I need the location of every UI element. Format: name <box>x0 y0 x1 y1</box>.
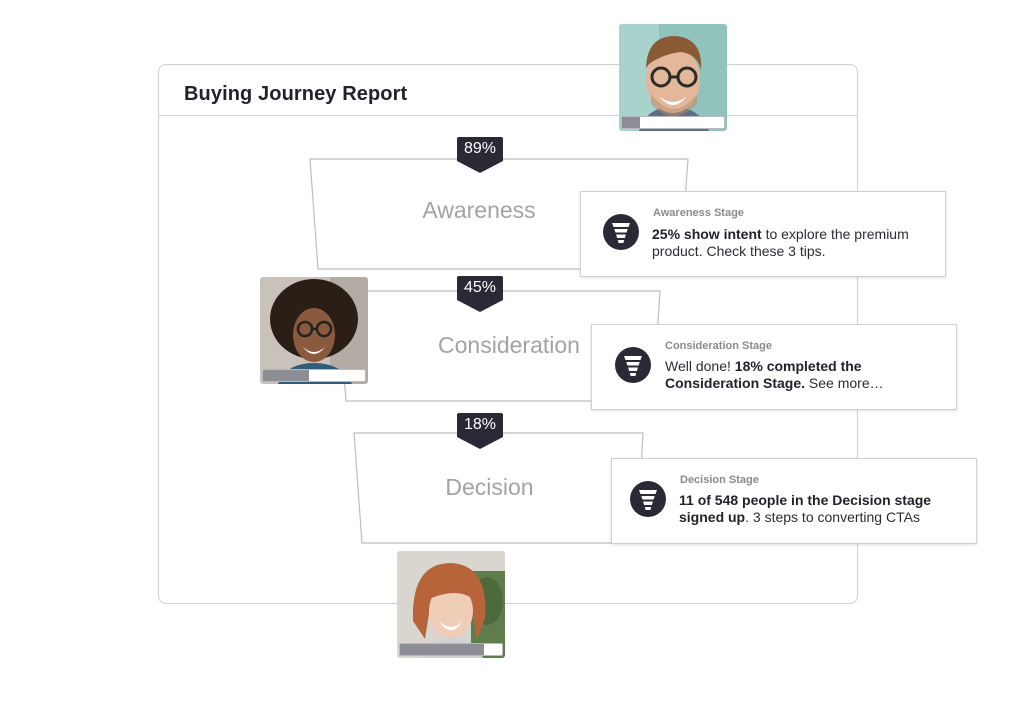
avatar-photo <box>260 277 368 384</box>
stage-decision-label: Decision <box>445 474 534 500</box>
tip-body-awareness: 25% show intent to explore the premium p… <box>652 226 909 259</box>
avatar-man-with-glasses[interactable] <box>619 24 727 131</box>
tip-heading-decision: Decision Stage <box>680 474 759 486</box>
avatar-progress-fill <box>622 117 641 128</box>
percent-consideration: 45% <box>463 279 497 296</box>
funnel-icon <box>615 347 651 383</box>
avatar-woman-curly-hair[interactable] <box>260 277 368 384</box>
funnel-icon <box>603 214 639 250</box>
report-title: Buying Journey Report <box>184 83 408 105</box>
percent-badge-decision: 18% <box>457 413 503 449</box>
tip-card-decision[interactable]: Decision Stage 11 of 548 people in the D… <box>611 458 977 544</box>
avatar-photo <box>619 24 727 131</box>
avatar-photo <box>397 551 505 658</box>
tip-card-consideration[interactable]: Consideration Stage Well done! 18% compl… <box>591 324 957 410</box>
avatar-progress-bar <box>262 369 366 382</box>
avatar-progress-fill <box>263 370 309 381</box>
percent-badge-consideration: 45% <box>457 276 503 312</box>
stage-consideration-label: Consideration <box>438 332 580 358</box>
avatar-progress-bar <box>621 116 725 129</box>
stage-awareness-label: Awareness <box>422 197 536 223</box>
stage-decision[interactable]: Decision <box>352 431 647 545</box>
tip-heading-consideration: Consideration Stage <box>665 340 772 352</box>
report-header: Buying Journey Report <box>159 65 857 116</box>
stage-consideration[interactable]: Consideration <box>335 289 663 403</box>
tip-body-consideration: Well done! 18% completed the Considerati… <box>665 358 884 391</box>
tip-heading-awareness: Awareness Stage <box>653 207 744 219</box>
funnel-icon <box>630 481 666 517</box>
avatar-woman-red-hair[interactable] <box>397 551 505 658</box>
avatar-progress-fill <box>400 644 484 655</box>
percent-awareness: 89% <box>463 140 497 157</box>
tip-body-decision: 11 of 548 people in the Decision stage s… <box>679 492 932 525</box>
tip-card-awareness[interactable]: Awareness Stage 25% show intent to explo… <box>580 191 946 277</box>
percent-decision: 18% <box>463 416 497 433</box>
percent-badge-awareness: 89% <box>457 137 503 173</box>
avatar-progress-bar <box>399 643 503 656</box>
